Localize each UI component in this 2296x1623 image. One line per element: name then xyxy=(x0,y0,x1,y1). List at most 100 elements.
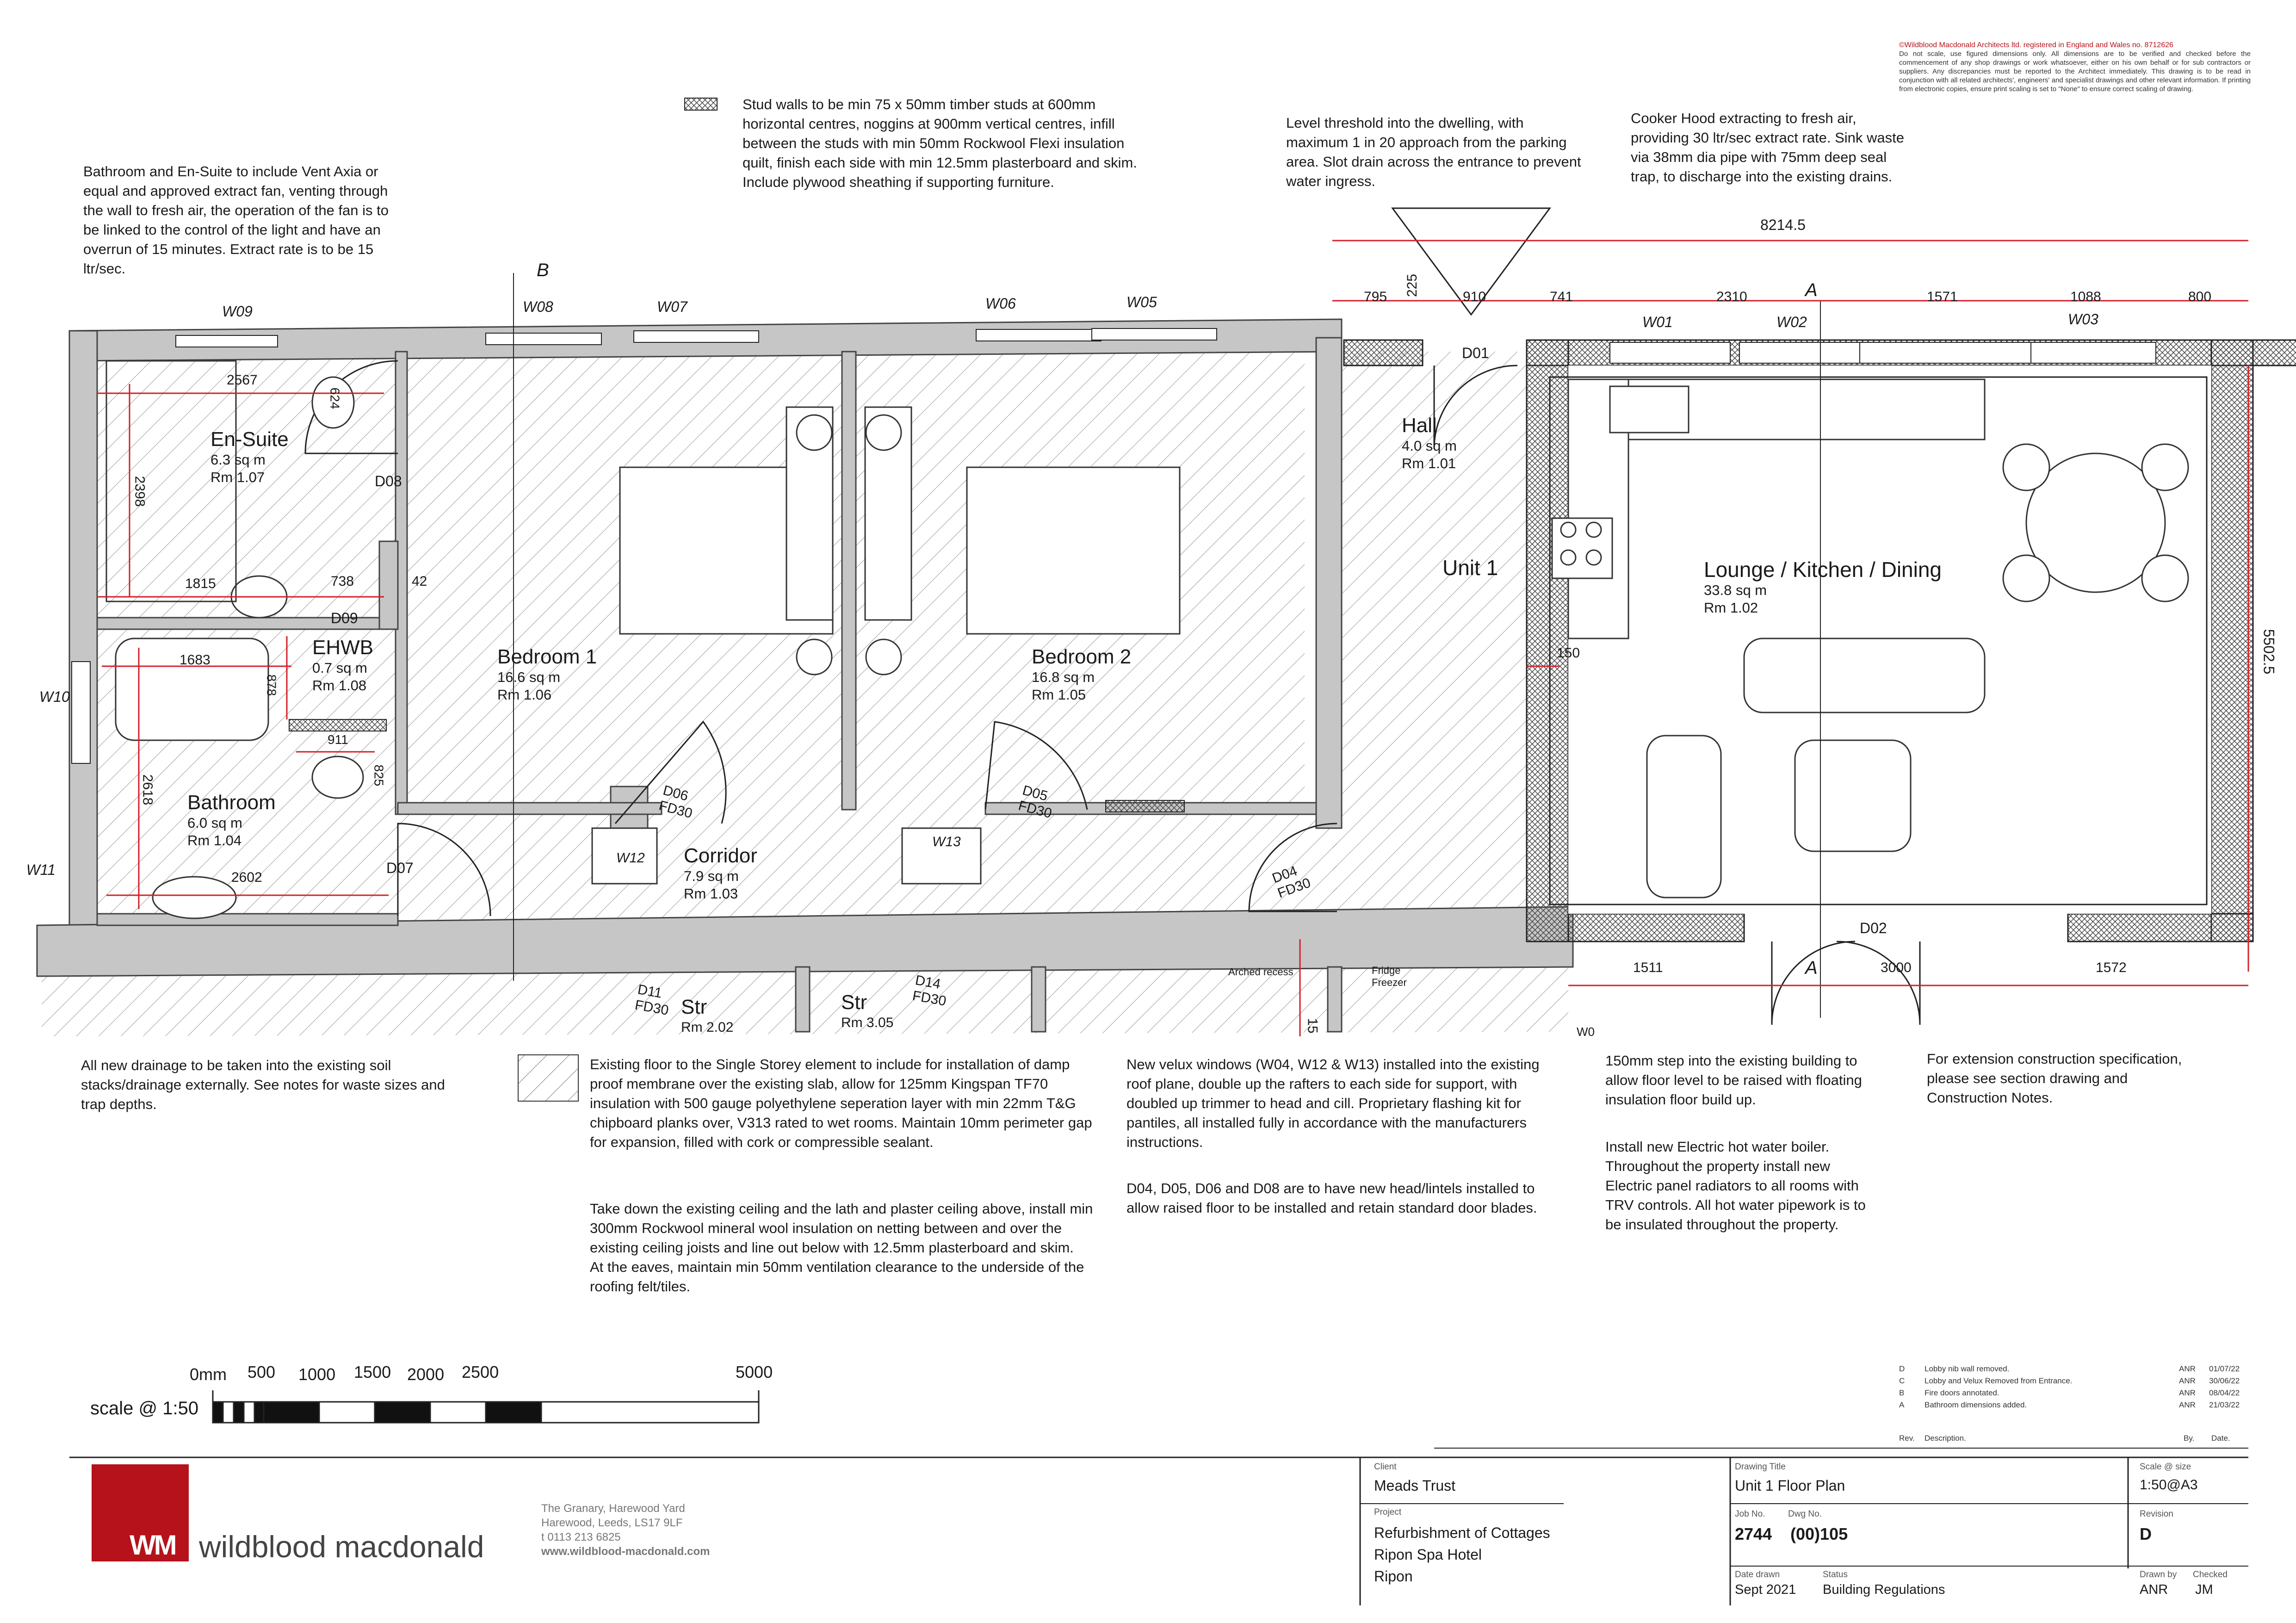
window-label-w06: W06 xyxy=(985,295,1016,312)
scale-caption: scale @ 1:50 xyxy=(90,1398,199,1419)
kitchen-units xyxy=(1551,378,1986,639)
store-ref: Rm 2.02 xyxy=(681,1020,734,1035)
room-ref: Rm 1.07 xyxy=(210,469,265,485)
room-ref: Rm 1.03 xyxy=(684,886,738,902)
window-label-w01: W01 xyxy=(1642,314,1673,330)
revision-by: ANR xyxy=(2179,1400,2196,1409)
dimension-150: 150 xyxy=(1557,645,1580,661)
dimension-624: 624 xyxy=(328,387,342,409)
dimension-top-795: 795 xyxy=(1364,289,1387,304)
section-marker-b: B xyxy=(537,260,549,280)
room-hall: Hall 4.0 sq m Rm 1.01 xyxy=(1402,414,1457,472)
room-name: Bathroom xyxy=(187,791,276,814)
client-label: Client xyxy=(1374,1462,1397,1472)
room-name: Lounge / Kitchen / Dining xyxy=(1704,558,1942,582)
status-value: Building Regulations xyxy=(1823,1582,1945,1597)
address-website: www.wildblood-macdonald.com xyxy=(541,1545,710,1558)
store-label-1: Str Rm 2.02 xyxy=(681,997,733,1038)
revision-rev: B xyxy=(1899,1388,1905,1397)
dimension-top-2310: 2310 xyxy=(1716,289,1747,304)
revision-rev: A xyxy=(1899,1400,1905,1409)
note-velux: New velux windows (W04, W12 & W13) insta… xyxy=(1126,1056,1540,1150)
room-name: EHWB xyxy=(312,636,373,659)
dimension-right: 5502.5 xyxy=(2260,629,2277,675)
revision-header-desc: Description. xyxy=(1925,1434,1966,1443)
dimension-bottom-1572: 1572 xyxy=(2096,960,2127,975)
room-area: 6.0 sq m xyxy=(187,815,242,831)
room-name: Bedroom 1 xyxy=(497,645,597,668)
copyright-title: ©Wildblood Macdonald Architects ltd. reg… xyxy=(1899,41,2173,49)
job-number-value: 2744 xyxy=(1735,1524,1772,1543)
note-step: 150mm step into the existing building to… xyxy=(1605,1053,1862,1108)
note-ceiling-1: Take down the existing ceiling and the l… xyxy=(590,1201,1093,1256)
dimension-top-1571: 1571 xyxy=(1927,289,1958,304)
room-corridor: Corridor 7.9 sq m Rm 1.03 xyxy=(684,844,757,903)
room-ref: Rm 1.01 xyxy=(1402,455,1456,471)
address-block: The Granary, Harewood Yard Harewood, Lee… xyxy=(541,1501,710,1559)
store-name: Str xyxy=(681,996,707,1018)
fridge-label: Fridge Freezer xyxy=(1372,965,1407,989)
dimension-overall: 8214.5 xyxy=(1760,217,1806,233)
drawn-by-label: Drawn by xyxy=(2140,1570,2177,1580)
revision-desc: Fire doors annotated. xyxy=(1925,1388,1999,1397)
project-line: Refurbishment of Cottages xyxy=(1374,1524,1550,1541)
window-label-w02: W02 xyxy=(1776,314,1807,330)
address-phone: t 0113 213 6825 xyxy=(541,1531,621,1543)
dimension-825: 825 xyxy=(371,764,386,787)
living-furniture xyxy=(1646,443,2189,898)
dimension-bottom-1511: 1511 xyxy=(1633,960,1663,975)
room-bedroom-1: Bedroom 1 16.6 sq m Rm 1.06 xyxy=(497,645,597,704)
dimension-bottom-3000: 3000 xyxy=(1881,960,1912,975)
project-line: Ripon xyxy=(1374,1568,1413,1585)
client-value: Meads Trust xyxy=(1374,1477,1456,1494)
revision-value: D xyxy=(2140,1524,2152,1543)
room-area: 16.8 sq m xyxy=(1032,669,1095,685)
address-line: Harewood, Leeds, LS17 9LF xyxy=(541,1517,683,1529)
scale-label-5000: 5000 xyxy=(736,1363,773,1381)
window-label-w11: W11 xyxy=(28,861,56,878)
scale-label-0: 0mm xyxy=(190,1365,227,1384)
revision-by: ANR xyxy=(2179,1364,2196,1373)
dimension-911: 911 xyxy=(328,732,348,747)
window-label-w05: W05 xyxy=(1126,294,1157,310)
scale-bar xyxy=(212,1390,760,1424)
date-drawn-value: Sept 2021 xyxy=(1735,1582,1796,1597)
dimension-2398: 2398 xyxy=(132,476,148,507)
drawing-title-label: Drawing Title xyxy=(1735,1462,1786,1472)
revision-header-date: Date. xyxy=(2211,1434,2230,1443)
scale-label-1500: 1500 xyxy=(354,1363,391,1381)
checked-value: JM xyxy=(2195,1582,2213,1597)
window-label-partial: W0 xyxy=(1577,1025,1595,1039)
drawn-by-value: ANR xyxy=(2140,1582,2168,1597)
note-drainage: All new drainage to be taken into the ex… xyxy=(81,1057,445,1112)
room-area: 4.0 sq m xyxy=(1402,438,1457,454)
door-swings xyxy=(304,360,1921,1025)
revision-date: 30/06/22 xyxy=(2209,1376,2240,1385)
revision-header-rev: Rev. xyxy=(1899,1434,1915,1443)
revision-date: 08/04/22 xyxy=(2209,1388,2240,1397)
section-marker-a-bottom: A xyxy=(1805,958,1818,978)
revision-rev: D xyxy=(1899,1364,1905,1373)
room-name: Corridor xyxy=(684,844,757,867)
drawing-title-value: Unit 1 Floor Plan xyxy=(1735,1477,1845,1494)
title-block-frame xyxy=(69,1456,2248,1605)
room-ref: Rm 1.06 xyxy=(497,687,552,703)
dimension-1683: 1683 xyxy=(179,652,210,668)
room-ref: Rm 1.02 xyxy=(1704,600,1758,616)
room-name: En-Suite xyxy=(210,428,289,451)
note-hot-water: Install new Electric hot water boiler. T… xyxy=(1605,1139,1866,1233)
revision-desc: Bathroom dimensions added. xyxy=(1925,1400,2027,1409)
drawing-number-value: (00)105 xyxy=(1790,1524,1848,1543)
room-bathroom: Bathroom 6.0 sq m Rm 1.04 xyxy=(187,791,276,849)
window-label-w03: W03 xyxy=(2068,311,2098,328)
freezer-text: Freezer xyxy=(1372,977,1407,988)
dimension-42: 42 xyxy=(412,574,427,589)
logo-name: wildblood macdonald xyxy=(199,1530,484,1564)
room-area: 6.3 sq m xyxy=(210,452,266,468)
note-ceiling-2: At the eaves, maintain min 50mm ventilat… xyxy=(590,1259,1084,1295)
revision-rev: C xyxy=(1899,1376,1905,1385)
revision-by: ANR xyxy=(2179,1388,2196,1397)
room-ref: Rm 1.04 xyxy=(187,832,242,849)
